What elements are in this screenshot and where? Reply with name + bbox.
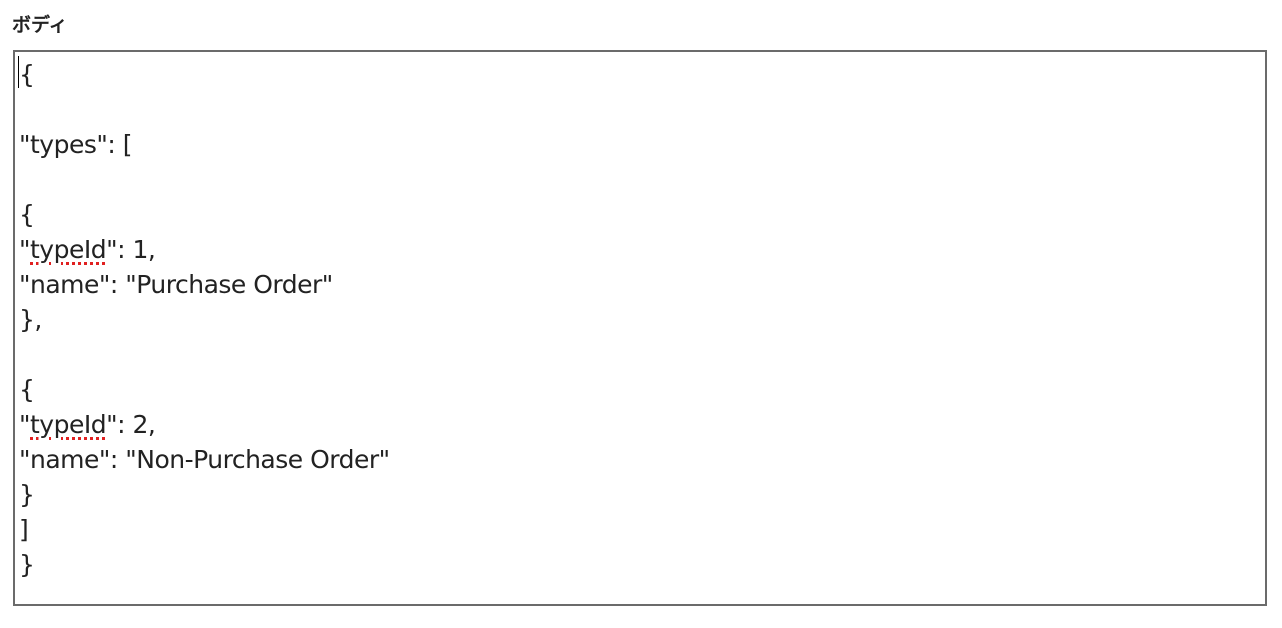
line-text: { — [19, 200, 35, 229]
line-text: { — [19, 375, 35, 404]
body-line — [19, 162, 1261, 197]
text-caret — [18, 56, 19, 88]
line-text: } — [19, 550, 35, 579]
body-line: }, — [19, 302, 1261, 337]
body-line: { — [19, 57, 1261, 92]
body-line: { — [19, 197, 1261, 232]
body-label: ボディ — [12, 14, 68, 36]
misspelled-word: typeId — [30, 410, 107, 439]
body-line: "name": "Non-Purchase Order" — [19, 442, 1261, 477]
body-line — [19, 92, 1261, 127]
line-text: "name": "Purchase Order" — [19, 270, 333, 299]
line-text: ": 2, — [106, 410, 156, 439]
body-line: { — [19, 372, 1261, 407]
body-line: ] — [19, 512, 1261, 547]
line-text: } — [19, 480, 35, 509]
body-line: "types": [ — [19, 127, 1261, 162]
body-line: } — [19, 477, 1261, 512]
line-text: "types": [ — [19, 130, 133, 159]
line-text: { — [19, 60, 35, 89]
line-text: ] — [19, 515, 29, 544]
body-line: "name": "Purchase Order" — [19, 267, 1261, 302]
body-line — [19, 337, 1261, 372]
body-text[interactable]: {"types": [{"typeId": 1,"name": "Purchas… — [19, 57, 1261, 582]
body-line: "typeId": 2, — [19, 407, 1261, 442]
body-line: "typeId": 1, — [19, 232, 1261, 267]
line-text: ": 1, — [106, 235, 156, 264]
line-text: " — [19, 410, 31, 439]
line-text: " — [19, 235, 31, 264]
line-text: "name": "Non-Purchase Order" — [19, 445, 390, 474]
line-text: }, — [19, 305, 42, 334]
body-line: } — [19, 547, 1261, 582]
misspelled-word: typeId — [30, 235, 107, 264]
body-textarea[interactable]: {"types": [{"typeId": 1,"name": "Purchas… — [13, 50, 1267, 606]
